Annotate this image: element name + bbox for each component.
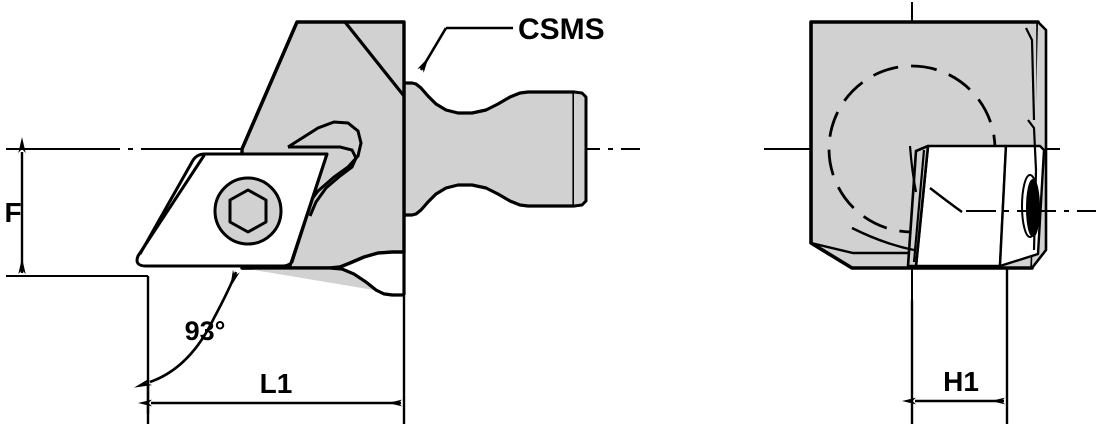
end-view-dimensions: H1: [902, 268, 1009, 424]
head-facet-edge: [343, 21, 406, 97]
end-view-insert-edge-line: [912, 149, 926, 263]
head-front-slope-edge: [240, 21, 299, 150]
shank-end-cap: [573, 90, 588, 208]
end-view-group: [764, 2, 1096, 424]
end-view-upper-side-edge: [1025, 27, 1036, 121]
angle-label: 93°: [185, 316, 226, 346]
csms-label: CSMS: [518, 13, 605, 46]
side-view-dimensions: F 93° L1: [4, 137, 406, 424]
end-view-insert-face: [914, 144, 1008, 268]
head-bottom-relief: [242, 266, 404, 297]
f-dimension-label: F: [4, 197, 21, 228]
chip-pocket-contour: [287, 120, 363, 221]
csms-callout-group: CSMS: [417, 13, 605, 73]
csms-leader-arrow: [417, 27, 448, 73]
coolant-outlet-outline: [1021, 174, 1039, 238]
angle-arc: [133, 269, 240, 388]
pocket-lower-curve: [851, 226, 915, 252]
pocket-inner-curve: [929, 187, 963, 213]
pocket-vertical-curve: [908, 145, 918, 193]
side-view-group: [6, 20, 640, 297]
chip-pocket-inner-contour: [288, 145, 358, 217]
h1-dimension-label: H1: [943, 366, 979, 397]
insert-right-edge: [281, 153, 329, 268]
l1-dimension-label: L1: [260, 368, 293, 399]
hex-socket-icon: [228, 188, 268, 234]
insert-left-edge: [138, 152, 206, 255]
